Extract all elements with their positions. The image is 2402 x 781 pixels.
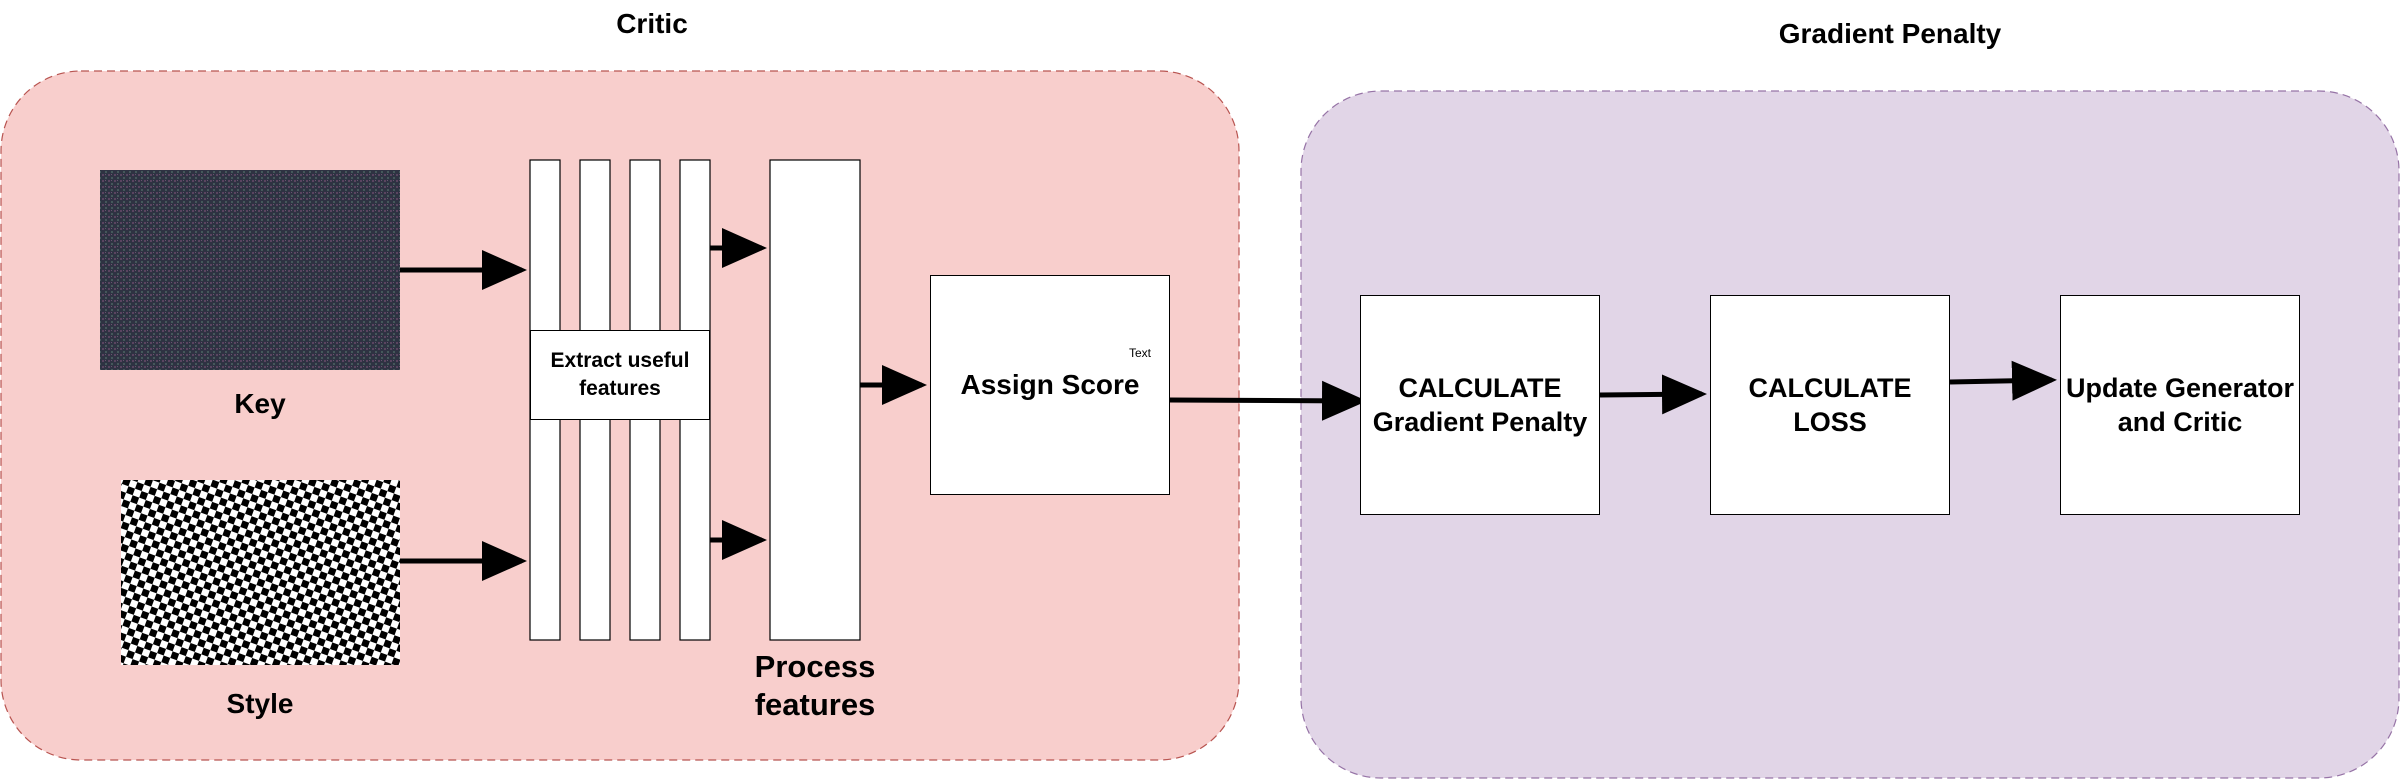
update-line1: Update Generator bbox=[2065, 373, 2295, 403]
calculate-gp-line1: CALCULATE bbox=[1398, 373, 1562, 403]
process-features-label: Process features bbox=[754, 649, 876, 722]
style-image bbox=[121, 480, 400, 665]
key-label: Key bbox=[234, 388, 286, 419]
calculate-loss-box: CALCULATE LOSS bbox=[1710, 295, 1950, 515]
update-generator-critic-box: Update Generator and Critic bbox=[2060, 295, 2300, 515]
assign-score-label: Assign Score bbox=[960, 369, 1140, 400]
arrow-calc-gp-to-calc-loss bbox=[1599, 374, 1707, 415]
calculate-loss-line1: CALCULATE bbox=[1748, 373, 1912, 403]
calculate-loss-line2: LOSS bbox=[1793, 407, 1867, 437]
calculate-gp-line2: Gradient Penalty bbox=[1372, 407, 1588, 437]
extract-features-box: Extract useful features bbox=[530, 330, 710, 420]
update-line2: and Critic bbox=[2117, 407, 2243, 437]
critic-title: Critic bbox=[616, 8, 688, 39]
style-label: Style bbox=[226, 688, 294, 719]
calculate-gradient-penalty-box: CALCULATE Gradient Penalty bbox=[1360, 295, 1600, 515]
assign-score-box: Assign Score Text bbox=[930, 275, 1170, 495]
arrow-calc-loss-to-update bbox=[1949, 360, 2057, 401]
assign-score-tag: Text bbox=[1128, 346, 1151, 360]
arrow-assign-to-calc-gp bbox=[1169, 380, 1367, 421]
process-features-bar bbox=[769, 159, 861, 641]
gradient-penalty-title: Gradient Penalty bbox=[1778, 18, 2002, 49]
key-image bbox=[100, 170, 400, 370]
extract-features-label: Extract useful features bbox=[550, 349, 690, 400]
